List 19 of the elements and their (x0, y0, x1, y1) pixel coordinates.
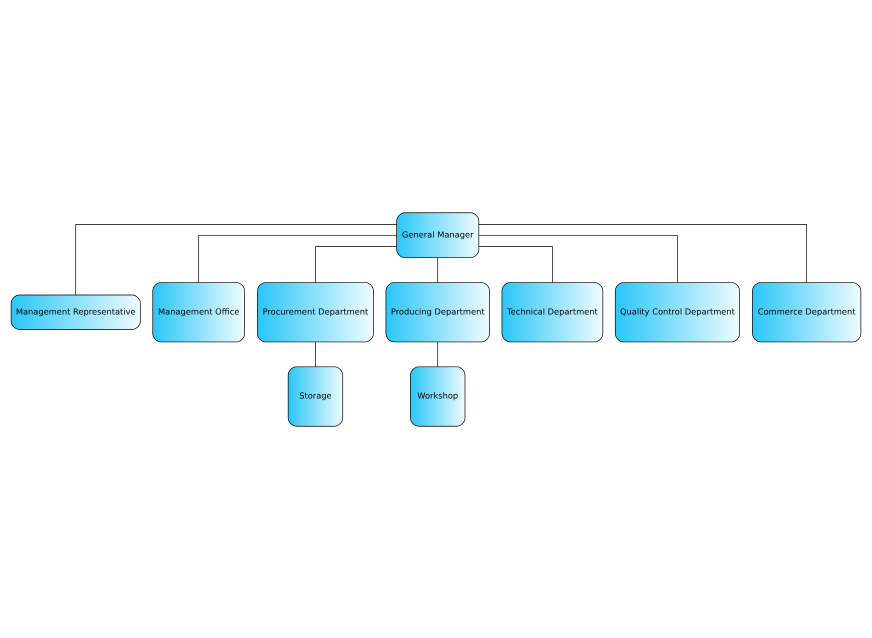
connector (437, 256, 438, 282)
connector (478, 246, 553, 282)
connector (75, 224, 397, 295)
node-box: Management Office (152, 282, 245, 342)
node-box: Management Representative (10, 294, 141, 330)
node-box: Workshop (410, 366, 466, 426)
node-box: Procurement Department (257, 282, 374, 342)
node-box: Producing Department (386, 282, 490, 342)
connector (315, 341, 316, 367)
node-box: Technical Department (502, 282, 604, 342)
connector (315, 246, 397, 282)
node-box: General Manager (396, 212, 480, 258)
connector (478, 224, 807, 282)
connector (478, 234, 678, 282)
node-box: Storage (288, 366, 344, 426)
node-box: Commerce Department (752, 282, 862, 342)
node-box: Quality Control Department (614, 282, 740, 342)
connector (437, 341, 438, 367)
connector (198, 234, 397, 282)
